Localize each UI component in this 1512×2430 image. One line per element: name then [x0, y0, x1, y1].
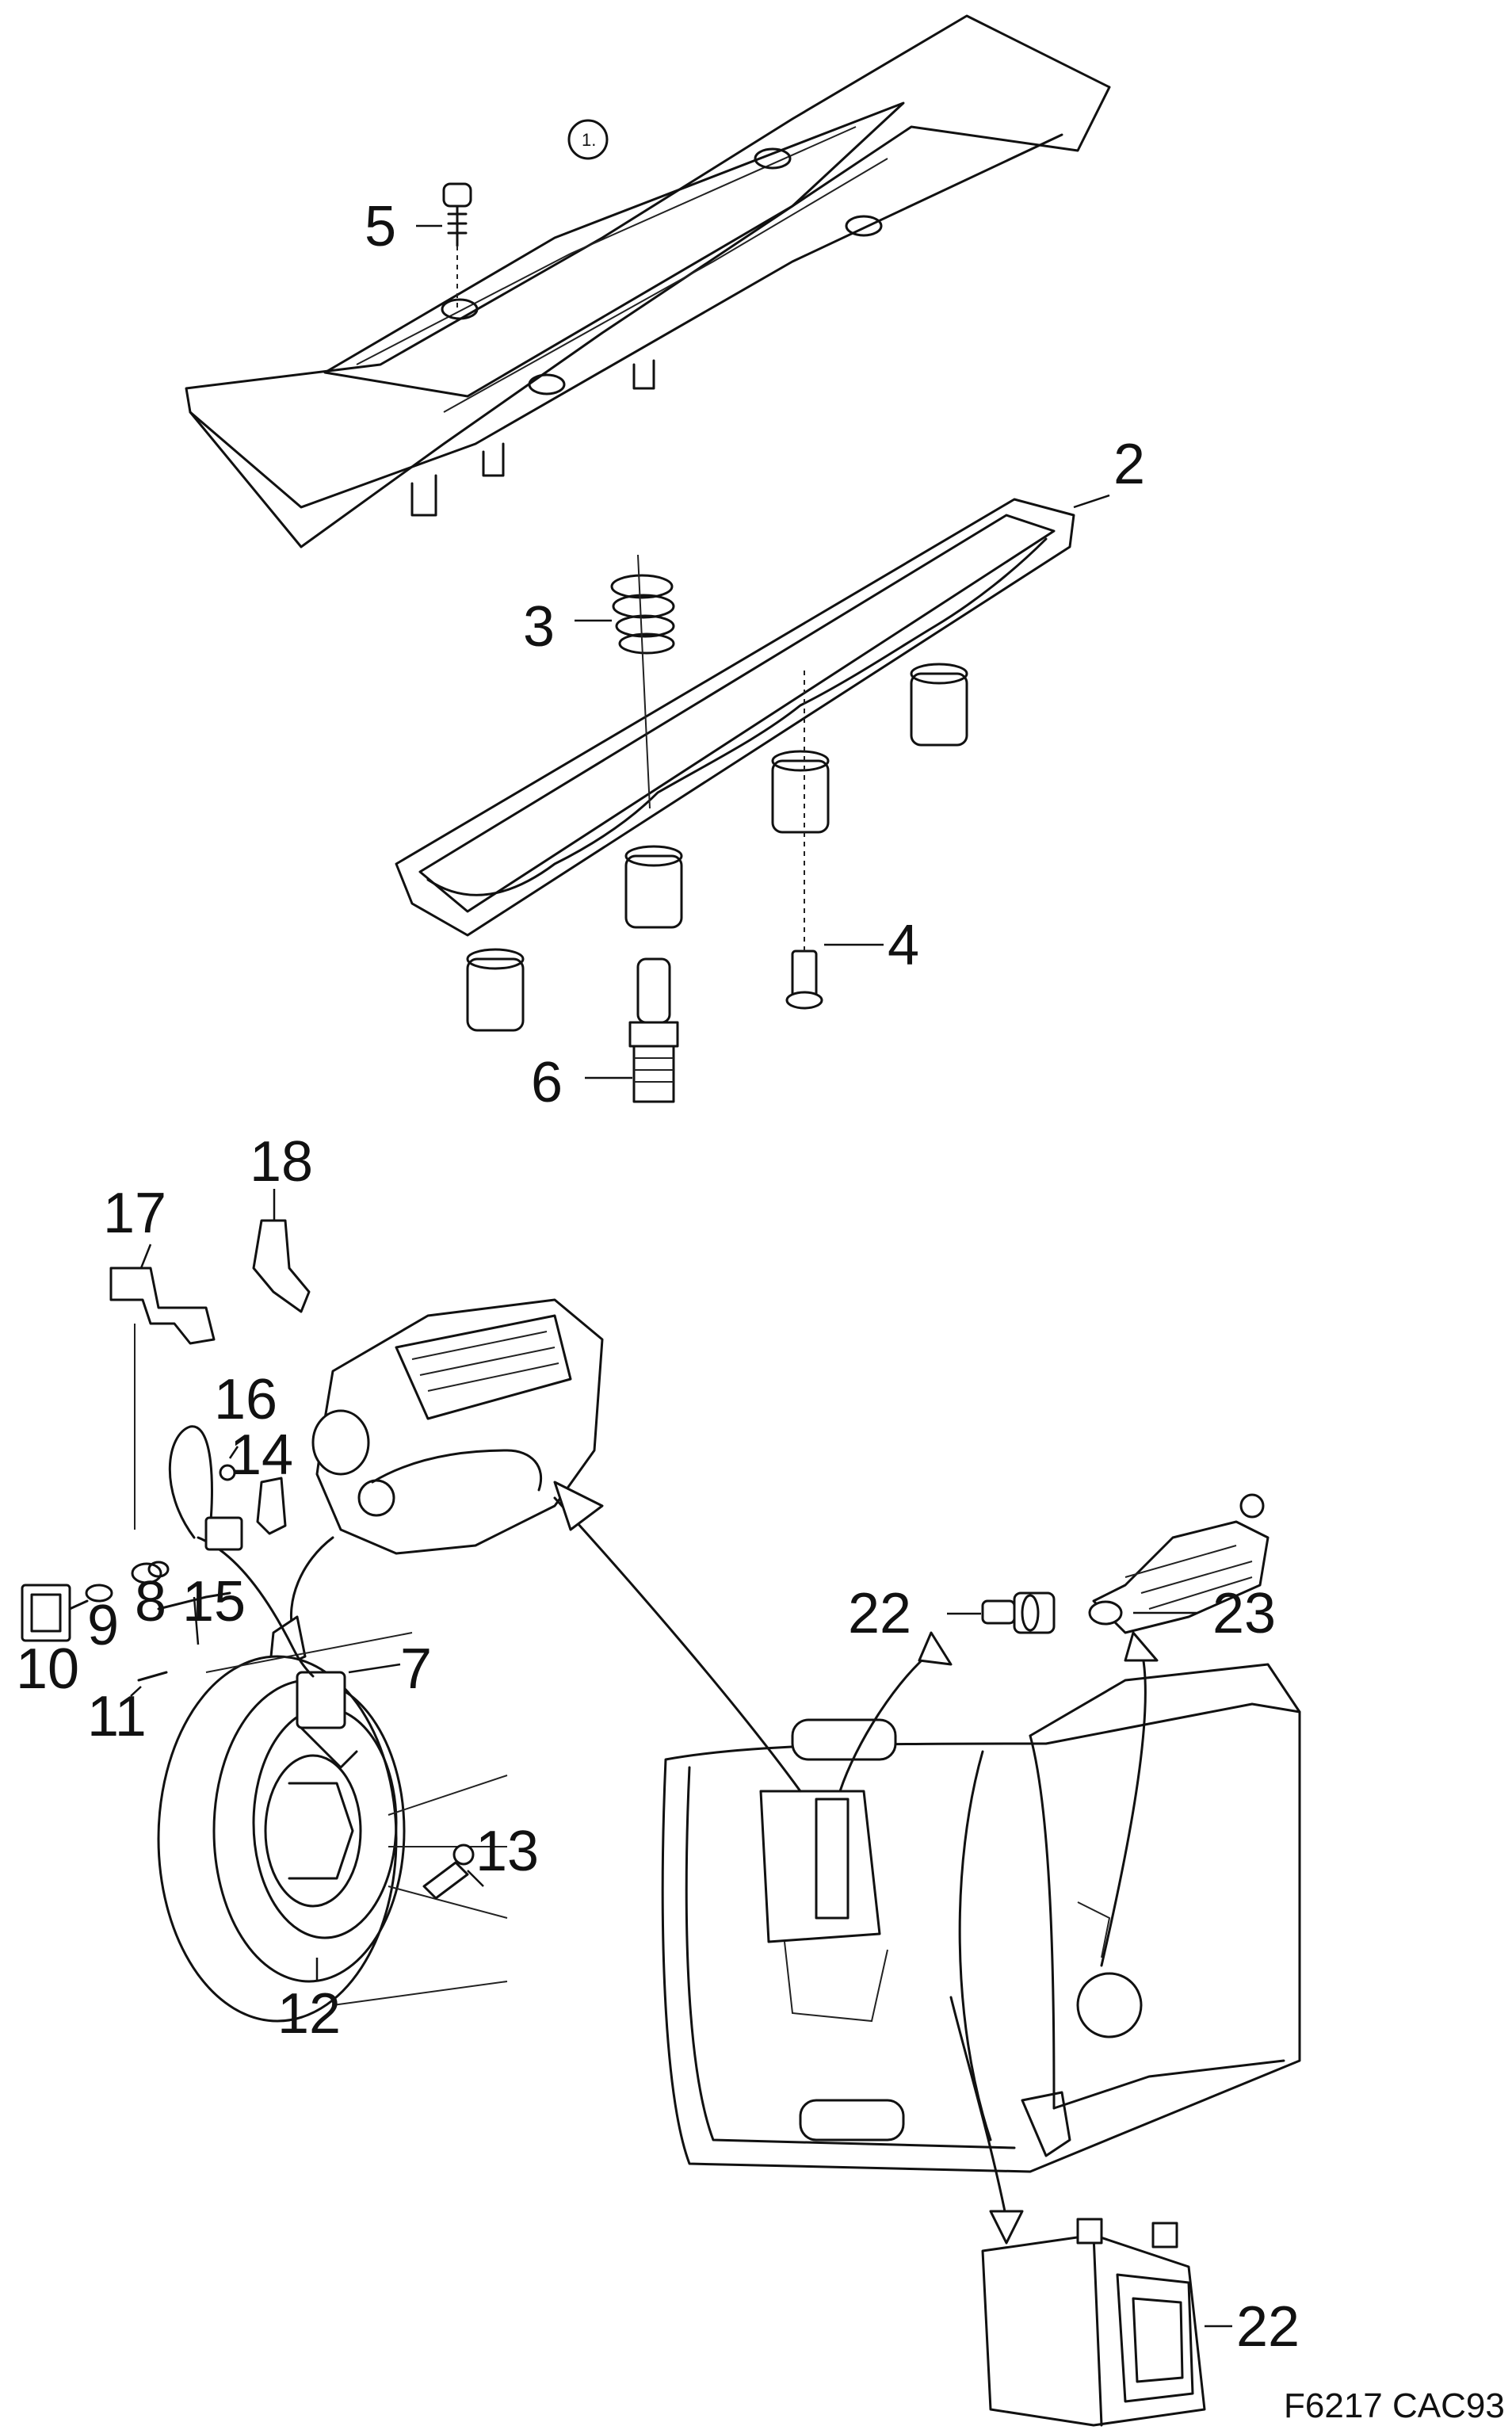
callout-22-control-unit: 22: [1236, 2295, 1300, 2359]
car-outline-illustration: [553, 1481, 1301, 2245]
connector-housing-part: [21, 1584, 89, 1642]
callout-17: 17: [103, 1182, 166, 1245]
callout-4: 4: [888, 914, 919, 977]
callout-6: 6: [531, 1051, 563, 1114]
screw-part: [416, 182, 472, 309]
callout-7: 7: [400, 1637, 432, 1701]
callout-14: 14: [230, 1423, 293, 1487]
ignition-switch-part: [1088, 1493, 1270, 1634]
callout-15: 15: [182, 1570, 246, 1633]
ignition-cassette-part: [395, 494, 1110, 1032]
control-unit-part: [981, 2218, 1232, 2427]
callout-1: 1.: [582, 130, 596, 150]
terminal-part: [131, 1561, 170, 1584]
crankshaft-pulley-part: [157, 1632, 508, 2023]
callout-13: 13: [475, 1820, 539, 1883]
callout-8: 8: [135, 1570, 166, 1633]
pin-part: [130, 1671, 168, 1697]
callout-2: 2: [1113, 433, 1145, 496]
seal-part: [85, 1584, 113, 1603]
clip-part: [252, 1189, 311, 1313]
bolt-part: [785, 666, 884, 1010]
bracket-part: [109, 1244, 216, 1530]
callout-18: 18: [250, 1130, 313, 1194]
callout-1-group: [567, 119, 609, 160]
figure-reference: F6217 CAC93: [1284, 2386, 1505, 2425]
crank-sensor-part: [296, 1663, 401, 1769]
ignition-cover-part: [185, 14, 1111, 548]
callout-16: 16: [214, 1368, 277, 1431]
callout-10: 10: [16, 1637, 79, 1701]
spark-plug-part: [585, 957, 679, 1103]
sensor-harness-part: [157, 1425, 315, 1678]
engine-illustration: [268, 1298, 604, 1674]
callout-labels: 1. 2 3 4 5 6 7 8 9 10 11 12 13 14 15 16 …: [16, 130, 1300, 2359]
callout-11: 11: [87, 1685, 147, 1748]
callout-22-sensor: 22: [848, 1582, 911, 1645]
callout-9: 9: [87, 1594, 119, 1657]
callout-23: 23: [1212, 1582, 1276, 1645]
callout-3: 3: [523, 595, 555, 659]
callout-5: 5: [365, 195, 396, 258]
spring-part: [575, 554, 675, 809]
callout-12: 12: [277, 1982, 341, 2046]
pressure-sensor-part: [947, 1591, 1056, 1634]
screw-13-part: [422, 1844, 484, 1900]
